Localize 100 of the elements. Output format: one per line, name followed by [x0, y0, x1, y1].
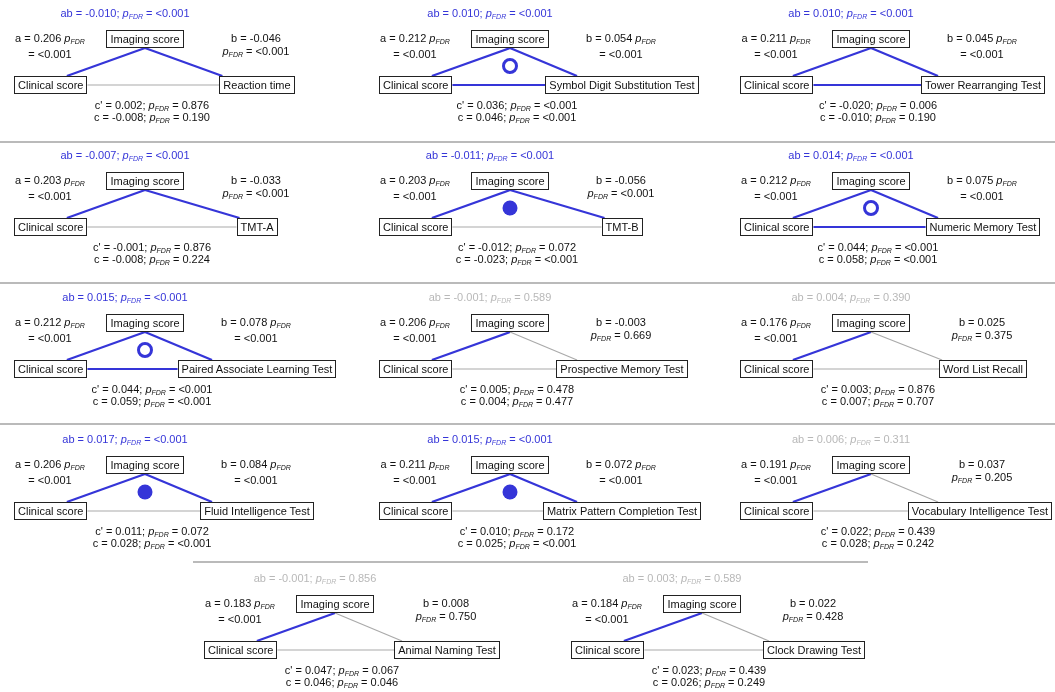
predictor-box: Clinical score: [379, 360, 453, 378]
edge-label: a = 0.212 p$_{FDR}$ = <0.001: [741, 174, 811, 203]
connector-line: [870, 331, 943, 361]
mediator-box: Imaging score: [471, 314, 549, 332]
indirect-effect-label: ab = 0.010; p$_{FDR}$ = <0.001: [427, 7, 553, 22]
predictor-box: Clinical score: [740, 502, 814, 520]
connector-line: [792, 188, 872, 220]
effect-label: c = -0.023; p$_{FDR}$ = <0.001: [455, 253, 579, 268]
edge-label: a = 0.176 p$_{FDR}$ = <0.001: [741, 316, 811, 345]
outcome-box: Word List Recall: [939, 360, 1027, 378]
mediator-box: Imaging score: [106, 456, 184, 474]
connector-line: [509, 47, 578, 77]
connector-line: [870, 47, 939, 77]
effect-label: c = 0.025; p$_{FDR}$ = <0.001: [457, 537, 577, 552]
mediator-box: Imaging score: [832, 456, 910, 474]
connector-line: [66, 188, 146, 220]
connector-line: [870, 473, 939, 503]
indirect-effect-label: ab = 0.003; p$_{FDR}$ = 0.589: [622, 572, 742, 587]
connector-line: [509, 331, 578, 361]
connector-line: [812, 368, 940, 370]
outcome-box: Matrix Pattern Completion Test: [542, 502, 702, 520]
effect-label: c' = 0.036; p$_{FDR}$ = <0.001: [456, 99, 578, 113]
effect-label: c' = 0.022; p$_{FDR}$ = 0.439: [820, 525, 936, 539]
effect-label: c = 0.004; p$_{FDR}$ = 0.477: [460, 395, 574, 410]
edge-label: a = 0.184 p$_{FDR}$ = <0.001: [572, 597, 642, 626]
connector-line: [623, 611, 703, 643]
effect-label: c = 0.046; p$_{FDR}$ = 0.046: [285, 676, 399, 691]
indirect-effect-label: ab = -0.011; p$_{FDR}$ = <0.001: [425, 149, 555, 164]
connector-line: [813, 83, 921, 87]
connector-line: [431, 472, 511, 504]
indirect-effect-label: ab = 0.004; p$_{FDR}$ = 0.390: [791, 291, 911, 306]
predictor-box: Clinical score: [379, 502, 453, 520]
mediator-box: Imaging score: [471, 456, 549, 474]
effect-label: c' = -0.012; p$_{FDR}$ = 0.072: [457, 241, 576, 255]
outcome-box: TMT-A: [236, 218, 278, 236]
connector-line: [509, 473, 578, 503]
mediator-box: Imaging score: [106, 172, 184, 190]
predictor-box: Clinical score: [14, 502, 88, 520]
indirect-effect-label: ab = -0.007; p$_{FDR}$ = <0.001: [60, 149, 190, 164]
predictor-box: Clinical score: [379, 218, 453, 236]
effect-label: c' = 0.044; p$_{FDR}$ = <0.001: [91, 383, 213, 397]
edge-label: a = 0.206 p$_{FDR}$ = <0.001: [15, 32, 85, 61]
edge-label: a = 0.206 p$_{FDR}$ = <0.001: [15, 458, 85, 487]
effect-label: c' = 0.002; p$_{FDR}$ = 0.876: [94, 99, 210, 113]
effect-label: c' = 0.010; p$_{FDR}$ = 0.172: [459, 525, 575, 539]
mediator-box: Imaging score: [106, 314, 184, 332]
edge-label: b = 0.084 p$_{FDR}$ = <0.001: [221, 458, 291, 487]
edge-label: a = 0.211 p$_{FDR}$ = <0.001: [741, 32, 811, 61]
mediator-box: Imaging score: [832, 172, 910, 190]
edge-label: a = 0.203 p$_{FDR}$ = <0.001: [380, 174, 450, 203]
edge-label: b = 0.072 p$_{FDR}$ = <0.001: [586, 458, 656, 487]
connector-line: [643, 649, 764, 651]
outcome-box: TMT-B: [601, 218, 643, 236]
indirect-effect-label: ab = 0.006; p$_{FDR}$ = 0.311: [791, 433, 911, 448]
outcome-box: Tower Rearranging Test: [921, 76, 1045, 94]
effect-label: c' = 0.003; p$_{FDR}$ = 0.876: [820, 383, 936, 397]
edge-label: a = 0.212 p$_{FDR}$ = <0.001: [380, 32, 450, 61]
outcome-box: Paired Associate Learning Test: [177, 360, 337, 378]
indirect-effect-label: ab = 0.017; p$_{FDR}$ = <0.001: [62, 433, 188, 448]
connector-line: [452, 83, 546, 87]
connector-line: [431, 46, 511, 78]
outcome-box: Prospective Memory Test: [556, 360, 688, 378]
outcome-box: Clock Drawing Test: [763, 641, 865, 659]
connector-line: [87, 367, 178, 371]
edge-label: b = 0.054 p$_{FDR}$ = <0.001: [586, 32, 656, 61]
edge-label: a = 0.212 p$_{FDR}$ = <0.001: [15, 316, 85, 345]
predictor-box: Clinical score: [740, 360, 814, 378]
effect-label: c = 0.058; p$_{FDR}$ = <0.001: [818, 253, 938, 268]
outcome-box: Vocabulary Intelligence Test: [907, 502, 1052, 520]
predictor-box: Clinical score: [14, 218, 88, 236]
connector-line: [431, 330, 511, 362]
effect-label: c = 0.007; p$_{FDR}$ = 0.707: [821, 395, 935, 410]
indirect-effect-label: ab = -0.001; p$_{FDR}$ = 0.589: [428, 291, 552, 306]
effect-label: c' = 0.005; p$_{FDR}$ = 0.478: [459, 383, 575, 397]
connector-line: [431, 188, 511, 220]
connector-line: [86, 84, 220, 86]
effect-label: c = 0.028; p$_{FDR}$ = 0.242: [821, 537, 935, 552]
outcome-box: Numeric Memory Test: [925, 218, 1041, 236]
connector-line: [792, 46, 872, 78]
edge-label: a = 0.203 p$_{FDR}$ = <0.001: [15, 174, 85, 203]
effect-label: c = -0.010; p$_{FDR}$ = 0.190: [820, 111, 936, 126]
indirect-effect-label: ab = -0.010; p$_{FDR}$ = <0.001: [60, 7, 190, 22]
connector-line: [509, 188, 605, 220]
connector-line: [276, 649, 395, 651]
mediator-box: Imaging score: [663, 595, 741, 613]
outcome-box: Fluid Intelligence Test: [200, 502, 314, 520]
outcome-box: Symbol Digit Substitution Test: [545, 76, 699, 94]
edge-label: a = 0.183 p$_{FDR}$ = <0.001: [205, 597, 275, 626]
predictor-box: Clinical score: [14, 76, 88, 94]
connector-line: [451, 368, 557, 370]
edge-label: b = 0.045 p$_{FDR}$ = <0.001: [947, 32, 1017, 61]
predictor-box: Clinical score: [571, 641, 645, 659]
effect-label: c' = -0.001; p$_{FDR}$ = 0.876: [92, 241, 211, 255]
connector-line: [144, 473, 213, 503]
indirect-effect-label: ab = 0.015; p$_{FDR}$ = <0.001: [62, 291, 188, 306]
outcome-box: Reaction time: [219, 76, 295, 94]
mediator-box: Imaging score: [471, 172, 549, 190]
indirect-effect-label: ab = -0.001; p$_{FDR}$ = 0.856: [253, 572, 377, 587]
effect-label: c = 0.059; p$_{FDR}$ = <0.001: [92, 395, 212, 410]
connector-line: [144, 188, 240, 220]
